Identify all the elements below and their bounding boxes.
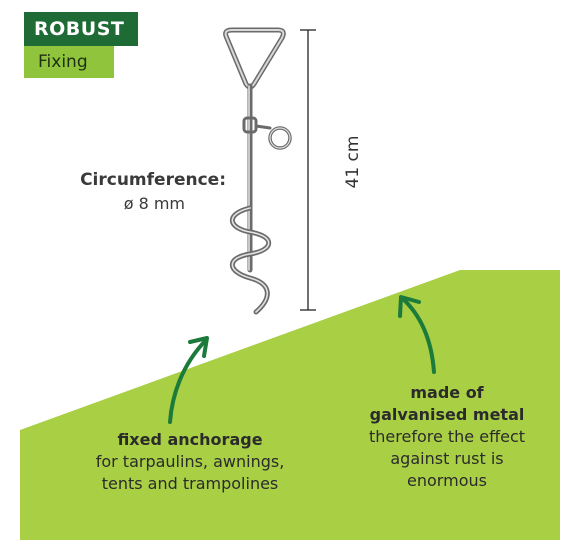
ground-anchor-icon [223,27,292,315]
callout-left-line2: tents and trampolines [101,474,279,493]
circumference-label: Circumference: [80,170,226,190]
callout-right-line2: against rust is [390,449,504,468]
callout-right-title1: made of [410,383,484,402]
fixing-badge: Fixing [24,46,114,78]
lime-slope-background [20,270,560,540]
circumference-value: ø 8 mm [123,194,185,213]
curved-arrow-right-icon [398,295,436,374]
callout-right-title2: galvanised metal [369,405,525,424]
fixed-anchorage-callout: fixed anchorage for tarpaulins, awnings,… [60,429,320,495]
robust-badge: ROBUST [24,12,138,46]
length-dimension-label: 41 cm [343,135,363,189]
curved-arrow-left-icon [168,336,209,424]
callout-right-line3: enormous [407,471,487,490]
dimension-line [300,29,316,311]
callout-left-title: fixed anchorage [117,430,263,449]
callout-right-line1: therefore the effect [368,427,526,446]
callout-left-line1: for tarpaulins, awnings, [95,452,285,471]
galvanised-metal-callout: made of galvanised metal therefore the e… [332,382,562,492]
